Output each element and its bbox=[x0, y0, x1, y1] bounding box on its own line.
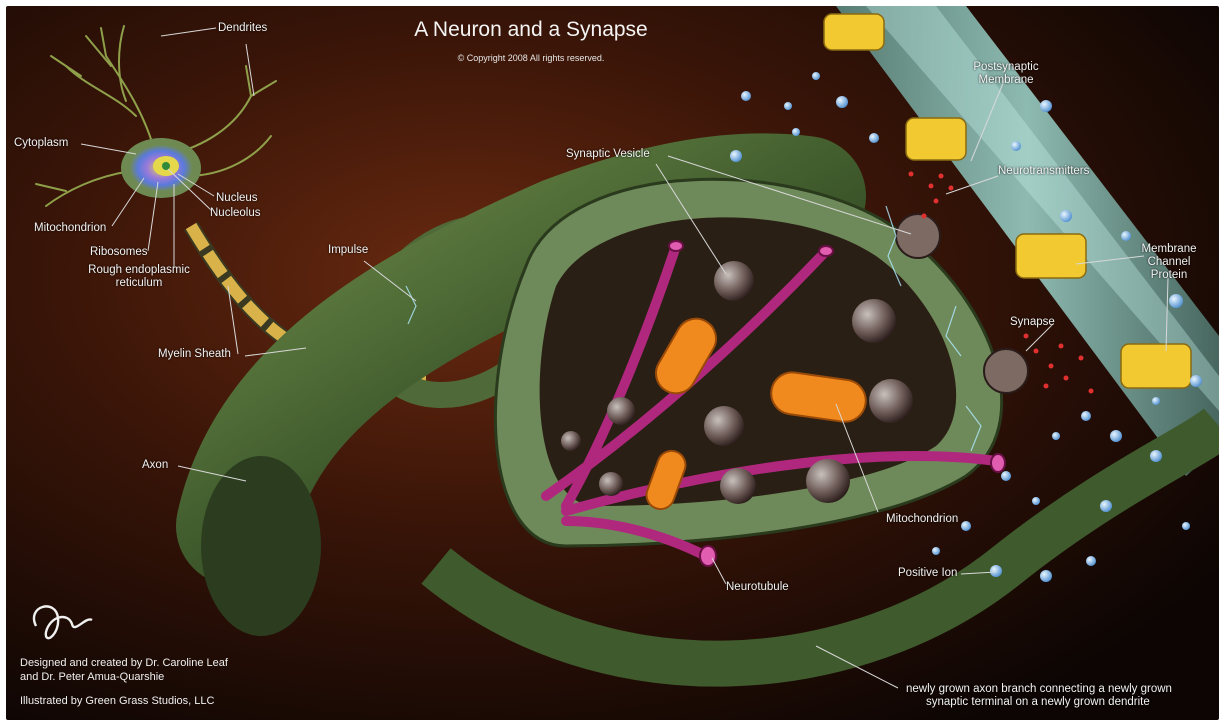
label-new-branch-line2: synaptic terminal on a newly grown dendr… bbox=[906, 696, 1172, 709]
credit-line2: and Dr. Peter Amua-Quarshie bbox=[20, 670, 228, 684]
diagram-canvas: A Neuron and a Synapse © Copyright 2008 … bbox=[6, 6, 1219, 720]
label-neurotransmitters: Neurotransmitters bbox=[998, 165, 1089, 178]
label-dendrites: Dendrites bbox=[218, 22, 267, 35]
label-ribosomes: Ribosomes bbox=[90, 246, 148, 259]
label-membrane-channel-protein: Membrane Channel Protein bbox=[1134, 243, 1204, 282]
label-membrane-line3: Protein bbox=[1134, 269, 1204, 282]
label-postsynaptic-line2: Membrane bbox=[956, 74, 1056, 87]
label-postsynaptic-membrane: Postsynaptic Membrane bbox=[956, 61, 1056, 87]
label-cytoplasm: Cytoplasm bbox=[14, 137, 68, 150]
label-membrane-line2: Channel bbox=[1134, 256, 1204, 269]
label-rough-er-line2: reticulum bbox=[64, 277, 214, 290]
label-mitochondrion-cell: Mitochondrion bbox=[34, 222, 106, 235]
diagram-title: A Neuron and a Synapse bbox=[306, 18, 756, 42]
credit-line1: Designed and created by Dr. Caroline Lea… bbox=[20, 656, 228, 670]
label-synapse: Synapse bbox=[1010, 316, 1055, 329]
label-new-branch: newly grown axon branch connecting a new… bbox=[906, 683, 1172, 709]
neuron-synapse-illustration bbox=[6, 6, 1219, 720]
label-postsynaptic-line1: Postsynaptic bbox=[956, 61, 1056, 74]
label-impulse: Impulse bbox=[328, 244, 368, 257]
axon-end bbox=[201, 456, 321, 636]
label-neurotubule: Neurotubule bbox=[726, 581, 789, 594]
label-axon: Axon bbox=[142, 459, 168, 472]
credit-line3: Illustrated by Green Grass Studios, LLC bbox=[20, 694, 214, 708]
label-new-branch-line1: newly grown axon branch connecting a new… bbox=[906, 683, 1172, 696]
label-mitochondrion-terminal: Mitochondrion bbox=[886, 513, 958, 526]
label-nucleus: Nucleus bbox=[216, 192, 258, 205]
copyright-notice: © Copyright 2008 All rights reserved. bbox=[306, 53, 756, 63]
label-rough-er: Rough endoplasmic reticulum bbox=[64, 264, 214, 290]
label-myelin-sheath: Myelin Sheath bbox=[158, 348, 231, 361]
label-positive-ion: Positive Ion bbox=[898, 567, 957, 580]
label-synaptic-vesicle: Synaptic Vesicle bbox=[566, 148, 650, 161]
label-nucleolus: Nucleolus bbox=[210, 207, 261, 220]
credits-designed: Designed and created by Dr. Caroline Lea… bbox=[20, 656, 228, 684]
label-rough-er-line1: Rough endoplasmic bbox=[64, 264, 214, 277]
label-membrane-line1: Membrane bbox=[1134, 243, 1204, 256]
